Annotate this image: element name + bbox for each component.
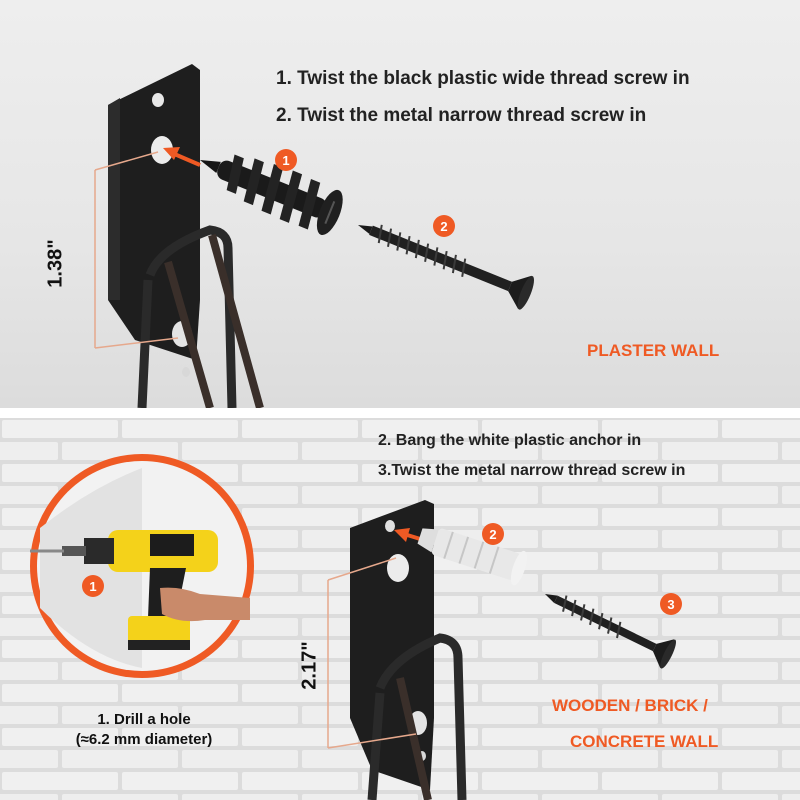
black-plastic-screw xyxy=(200,154,343,236)
plaster-wall-panel: 1 2 1. Twist the black plastic wide thre… xyxy=(0,0,800,408)
svg-text:2: 2 xyxy=(440,219,447,234)
plaster-step-1-text: 1. Twist the black plastic wide thread s… xyxy=(276,68,690,89)
dimension-line-bottom xyxy=(94,337,179,349)
dimension-line-bottom-bottom xyxy=(327,733,417,749)
plaster-wall-label: PLASTER WALL xyxy=(587,341,720,360)
brick-dimension-label: 2.17" xyxy=(298,641,321,690)
white-plastic-anchor xyxy=(417,528,527,586)
svg-text:2: 2 xyxy=(489,527,496,542)
plaster-dimension-label: 1.38" xyxy=(44,239,67,288)
brick-step-2-text: 2. Bang the white plastic anchor in xyxy=(378,432,642,449)
svg-text:1: 1 xyxy=(89,579,96,594)
badge-1-bottom: 1 xyxy=(82,575,104,597)
plaster-wall-illustration: 1 2 xyxy=(94,64,535,408)
brick-wall-label-line-1: WOODEN / BRICK / xyxy=(552,696,708,715)
insert-arrow-head-bottom xyxy=(394,528,410,542)
insert-arrow-head xyxy=(163,147,180,160)
svg-text:1: 1 xyxy=(282,153,289,168)
bracket-upper-hole xyxy=(151,136,173,164)
hairpin-leg-rod-bottom-2 xyxy=(367,692,385,800)
brick-wall-panel: 1 xyxy=(0,418,800,800)
brick-wall-label-line-2: CONCRETE WALL xyxy=(570,732,719,751)
bracket-plate-edge xyxy=(108,98,120,300)
bracket-bottom-small-hole xyxy=(182,367,190,377)
panel-divider xyxy=(0,408,800,418)
metal-narrow-screw-bottom xyxy=(545,594,677,669)
drill-caption: 1. Drill a hole (≈6.2 mm diameter) xyxy=(44,710,244,750)
drill-caption-line-2: (≈6.2 mm diameter) xyxy=(75,731,213,748)
dimension-line-top-bottom xyxy=(327,557,397,581)
hairpin-leg-rod-bottom-3 xyxy=(396,677,432,800)
metal-narrow-screw xyxy=(358,224,535,310)
badge-2-bottom: 2 xyxy=(482,523,504,545)
dimension-line-top xyxy=(94,151,159,171)
hairpin-leg-rod-bottom xyxy=(375,633,467,800)
drill-caption-line-1: 1. Drill a hole xyxy=(97,711,191,728)
insert-arrow xyxy=(171,151,201,167)
badge-1-top: 1 xyxy=(275,149,297,171)
brick-step-3-text: 3.Twist the metal narrow thread screw in xyxy=(378,462,686,479)
plaster-step-2-text: 2. Twist the metal narrow thread screw i… xyxy=(276,105,647,126)
svg-text:3: 3 xyxy=(667,597,674,612)
bracket-upper-hole-bottom xyxy=(387,554,409,582)
badge-3-bottom: 3 xyxy=(660,593,682,615)
hairpin-leg-rod-2 xyxy=(137,279,153,408)
hairpin-leg-rod xyxy=(145,225,237,408)
bracket-top-small-hole-bottom xyxy=(385,520,395,532)
hairpin-leg-rod-4 xyxy=(208,233,264,408)
hand xyxy=(160,587,250,622)
bracket-top-small-hole xyxy=(152,93,164,107)
brick-wall-illustration: 1 xyxy=(30,454,682,800)
badge-2-top: 2 xyxy=(433,215,455,237)
hairpin-leg-rod-3 xyxy=(164,260,214,408)
